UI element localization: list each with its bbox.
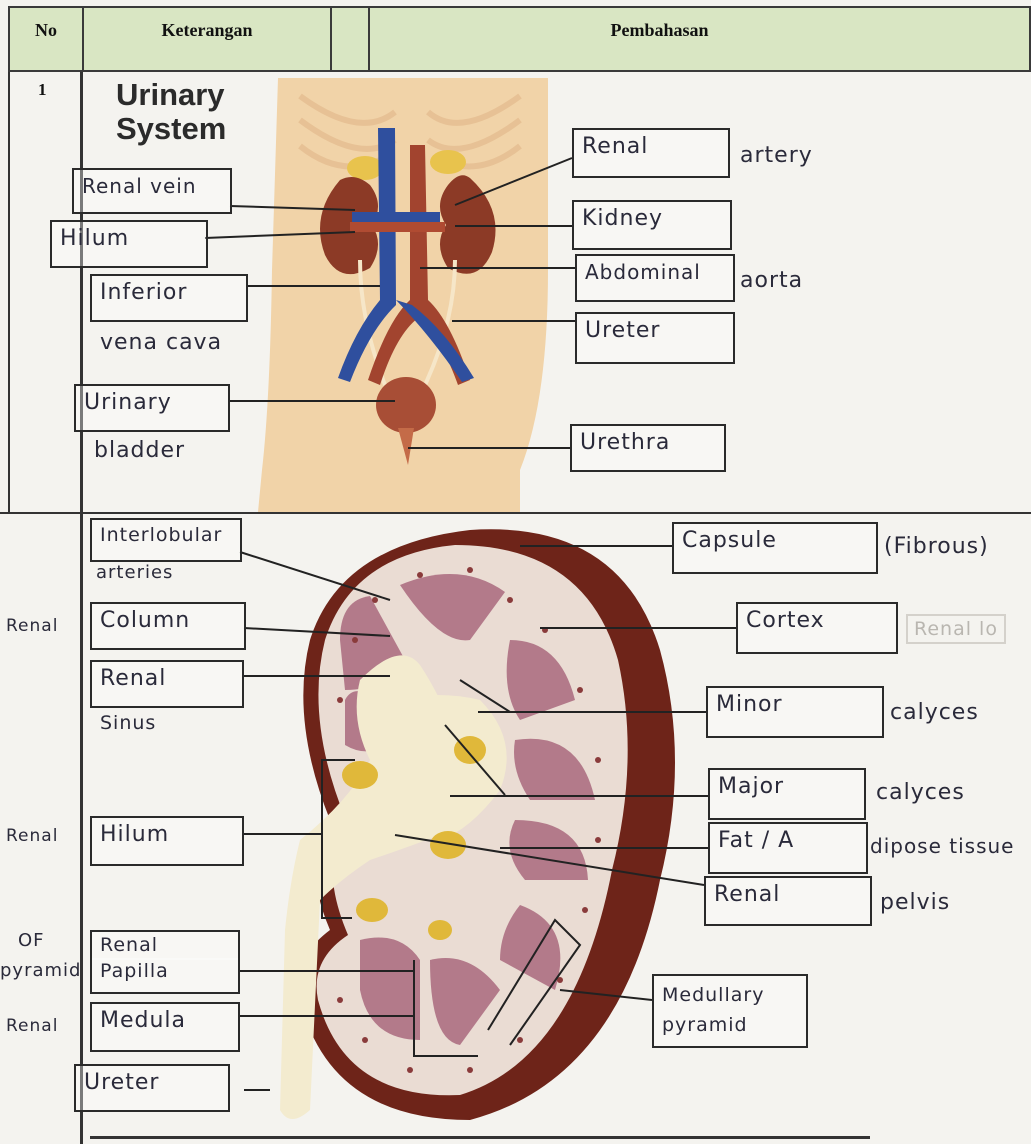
label-fibrous: (Fibrous) <box>884 534 989 559</box>
label-interlobular: Interlobular <box>90 518 242 562</box>
label-fat: Fat / A <box>708 822 868 874</box>
label-ureter-2: Ureter <box>74 1064 230 1112</box>
label-renal-hilum-prefix: Renal <box>6 826 58 846</box>
label-calyces-major: calyces <box>876 780 965 805</box>
label-of: OF <box>18 930 45 951</box>
label-sinus: Sinus <box>100 712 156 734</box>
label-minor: Minor <box>706 686 884 738</box>
label-pyramid-prefix: pyramid <box>0 960 81 981</box>
label-renal-medula-prefix: Renal <box>6 1016 58 1036</box>
label-column: Column <box>90 602 246 650</box>
label-renal-column-prefix: Renal <box>6 616 58 636</box>
label-renal-lobe-faint: Renal lo <box>906 614 1006 644</box>
label-renal-sinus: Renal <box>90 660 244 708</box>
label-papilla: Papilla <box>90 958 240 994</box>
label-renal-papilla: Renal <box>90 930 240 960</box>
label-medullary: Medullary <box>662 980 798 1010</box>
label-medullary-pyramid: Medullary pyramid <box>652 974 808 1048</box>
label-major: Major <box>708 768 866 820</box>
label-hilum-2: Hilum <box>90 816 244 866</box>
label-adipose-tissue: dipose tissue <box>870 834 1014 858</box>
label-pelvis: pelvis <box>880 890 950 915</box>
label-arteries: arteries <box>96 562 173 583</box>
label-medula: Medula <box>90 1002 240 1052</box>
label-cortex: Cortex <box>736 602 898 654</box>
label-calyces-minor: calyces <box>890 700 979 725</box>
label-pyramid: pyramid <box>662 1010 798 1040</box>
label-renal-pelvis: Renal <box>704 876 872 926</box>
label-capsule: Capsule <box>672 522 878 574</box>
